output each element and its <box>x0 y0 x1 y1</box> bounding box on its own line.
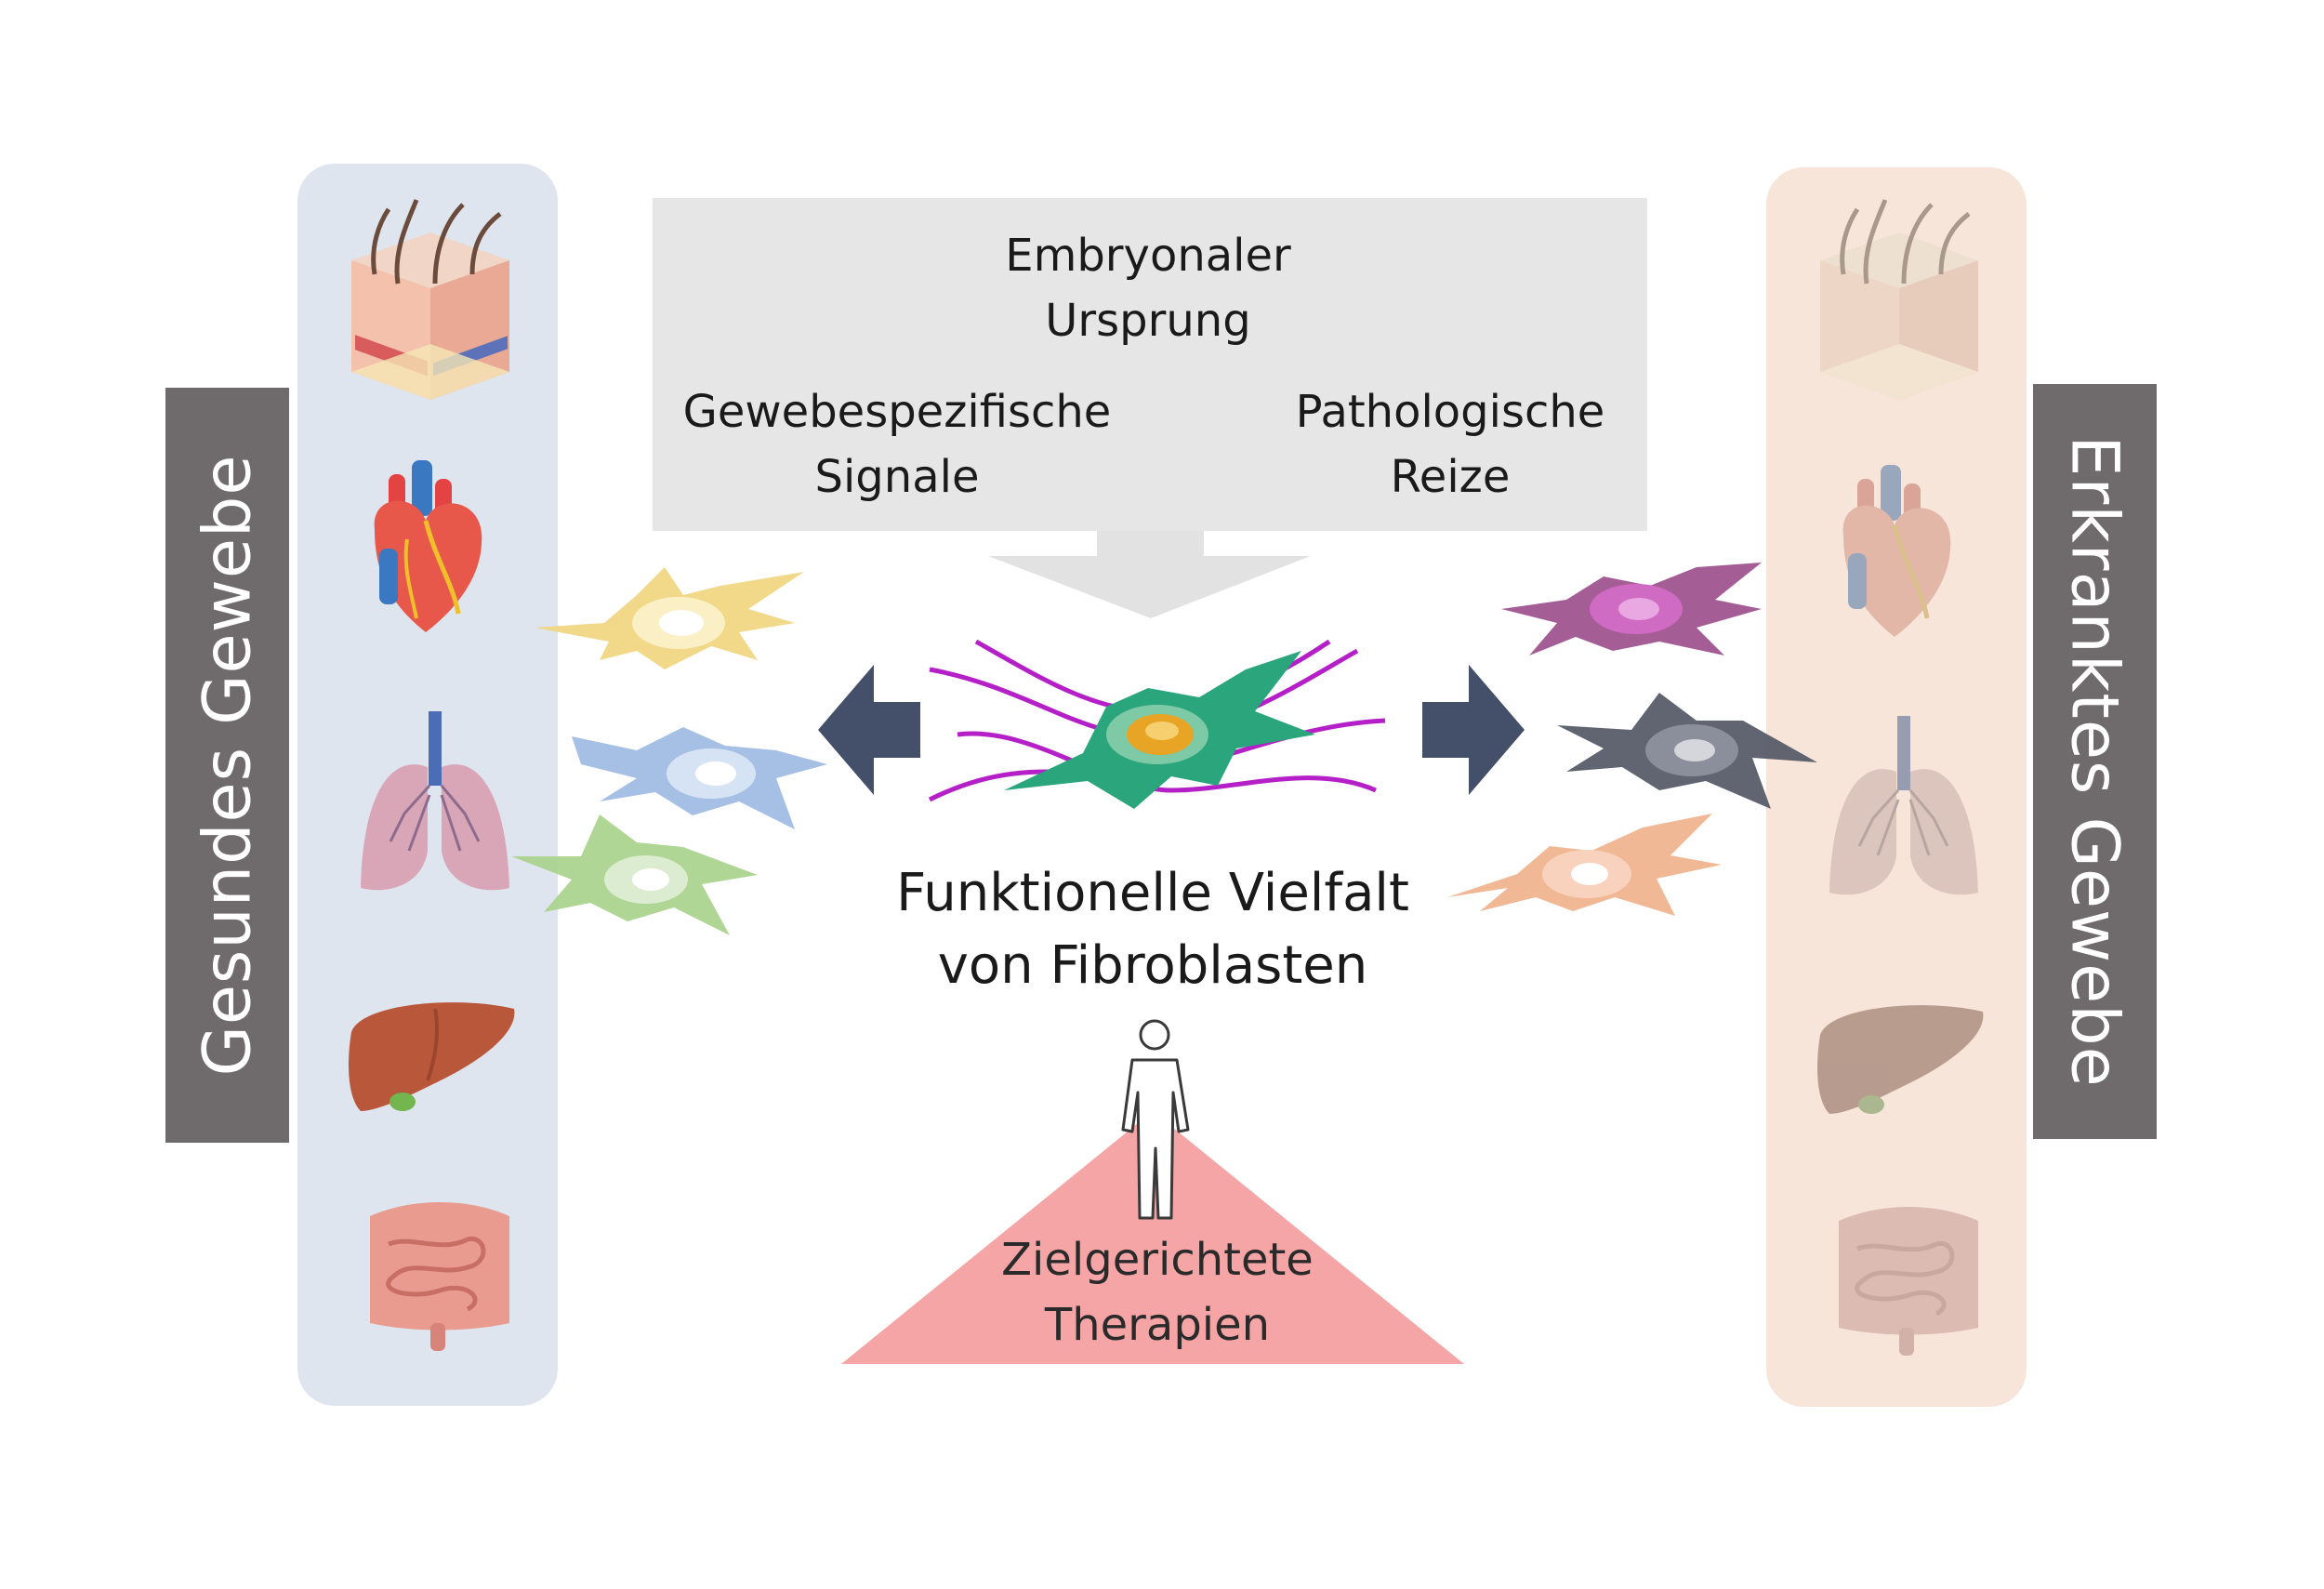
skin-icon <box>351 199 509 400</box>
arrow-right-icon <box>1422 665 1525 795</box>
central-fibroblast-icon <box>928 639 1386 809</box>
heart-icon-diseased <box>1842 465 1951 637</box>
targeted-therapies-label: Zielgerichtete Therapien <box>1001 1234 1314 1351</box>
therapy-triangle <box>841 1111 1464 1364</box>
skin-icon-diseased <box>1820 199 1978 400</box>
lung-icon <box>361 711 509 891</box>
liver-icon <box>349 1002 515 1111</box>
liver-icon-diseased <box>1817 1005 1984 1114</box>
tissue-signals-text: Gewebespezifische Signale <box>682 386 1112 503</box>
fibroblast-cell-yellow-icon <box>535 567 804 669</box>
embryonic-origin-text: Embryonaler Ursprung <box>1005 230 1291 347</box>
lung-icon-diseased <box>1829 716 1978 895</box>
intestine-icon <box>370 1202 509 1351</box>
human-figure-icon <box>1121 1019 1190 1220</box>
pathological-stimuli-text: Pathologische Reize <box>1295 386 1605 503</box>
fibroblast-cell-orange-icon <box>1447 814 1722 916</box>
intestine-icon-diseased <box>1839 1207 1978 1356</box>
fibroblast-cell-grey-icon <box>1557 693 1817 809</box>
fibroblast-cell-green-icon <box>511 814 758 935</box>
heart-icon <box>374 460 482 632</box>
functional-diversity-label: Funktionelle Vielfalt von Fibroblasten <box>896 863 1409 996</box>
influence-factors-box <box>653 198 1647 531</box>
diseased-tissue-label-box: Erkranktes Gewebe <box>2033 384 2157 1139</box>
fibroblast-cell-blue-icon <box>572 727 827 829</box>
arrow-left-icon <box>818 665 920 795</box>
fibroblast-cell-purple-icon <box>1501 563 1762 655</box>
healthy-tissue-label-box: Gesundes Gewebe <box>165 388 289 1143</box>
